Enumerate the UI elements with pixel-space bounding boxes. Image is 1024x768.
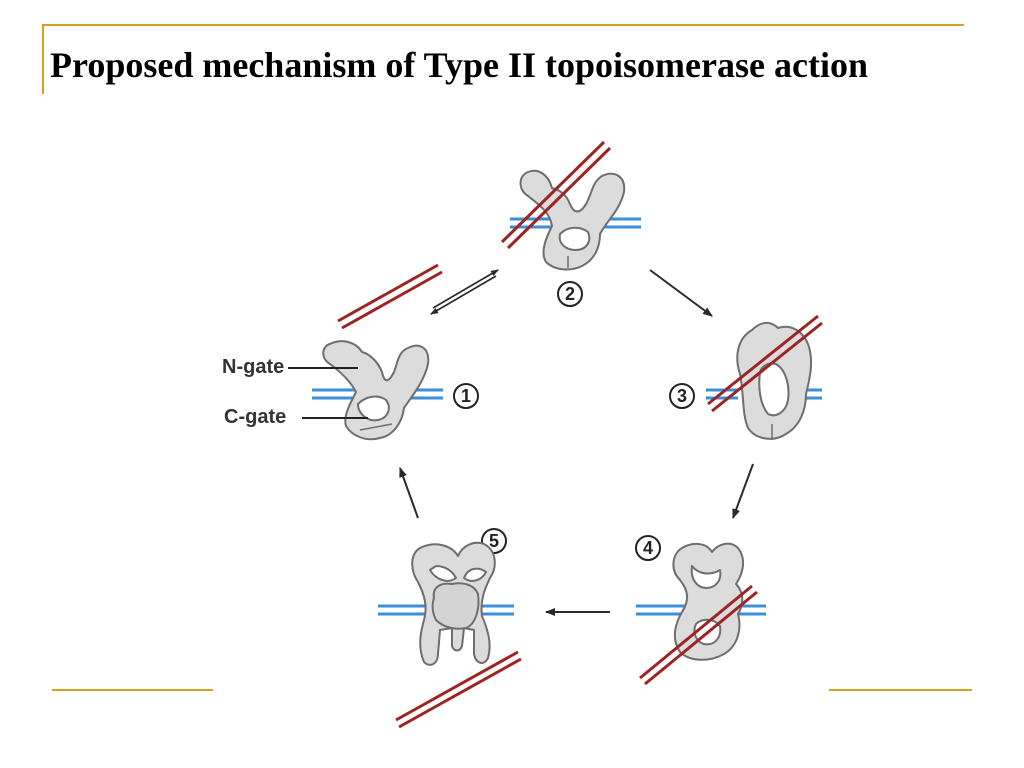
t-segment-dna-5 (395, 650, 522, 729)
arrow-5-to-1 (399, 467, 419, 519)
enzyme-1 (322, 340, 430, 441)
arrow-3-to-4 (732, 463, 754, 519)
arrow-2-to-1 (430, 275, 497, 315)
step-4-badge: 4 (635, 535, 661, 561)
enzyme-5 (411, 541, 496, 666)
arrow-1-to-2 (432, 269, 499, 309)
enzyme-2 (519, 169, 626, 271)
footer-line-left (52, 689, 213, 691)
t-segment-dna-4 (639, 584, 758, 686)
step-5-number: 5 (489, 531, 499, 551)
state-4: 4 (635, 535, 766, 686)
arrow-2-to-3 (649, 269, 713, 317)
n-gate-label: N-gate (222, 356, 284, 378)
state-5: 5 (378, 528, 522, 729)
state-3: 3 (669, 314, 823, 440)
step-5-badge: 5 (481, 528, 507, 554)
c-gate-label: C-gate (224, 406, 286, 428)
state-1: N-gate C-gate 1 (222, 340, 479, 441)
step-1-number: 1 (461, 386, 471, 406)
step-1-badge: 1 (453, 383, 479, 409)
step-2-badge: 2 (557, 281, 583, 307)
frame-left-line (42, 24, 44, 94)
equilibrium-arrows-1-2 (430, 269, 499, 315)
t-segment-dna-2 (500, 140, 612, 250)
state-2: 2 (500, 140, 641, 307)
slide-title: Proposed mechanism of Type II topoisomer… (50, 45, 868, 85)
step-4-number: 4 (643, 538, 653, 558)
t-segment-dna-free-top (337, 263, 443, 330)
t-segment-dna-3 (707, 314, 823, 413)
step-3-number: 3 (677, 386, 687, 406)
step-2-number: 2 (565, 284, 575, 304)
step-3-badge: 3 (669, 383, 695, 409)
frame-top-line (42, 24, 964, 26)
enzyme-3 (736, 322, 813, 440)
footer-line-right (829, 689, 972, 691)
